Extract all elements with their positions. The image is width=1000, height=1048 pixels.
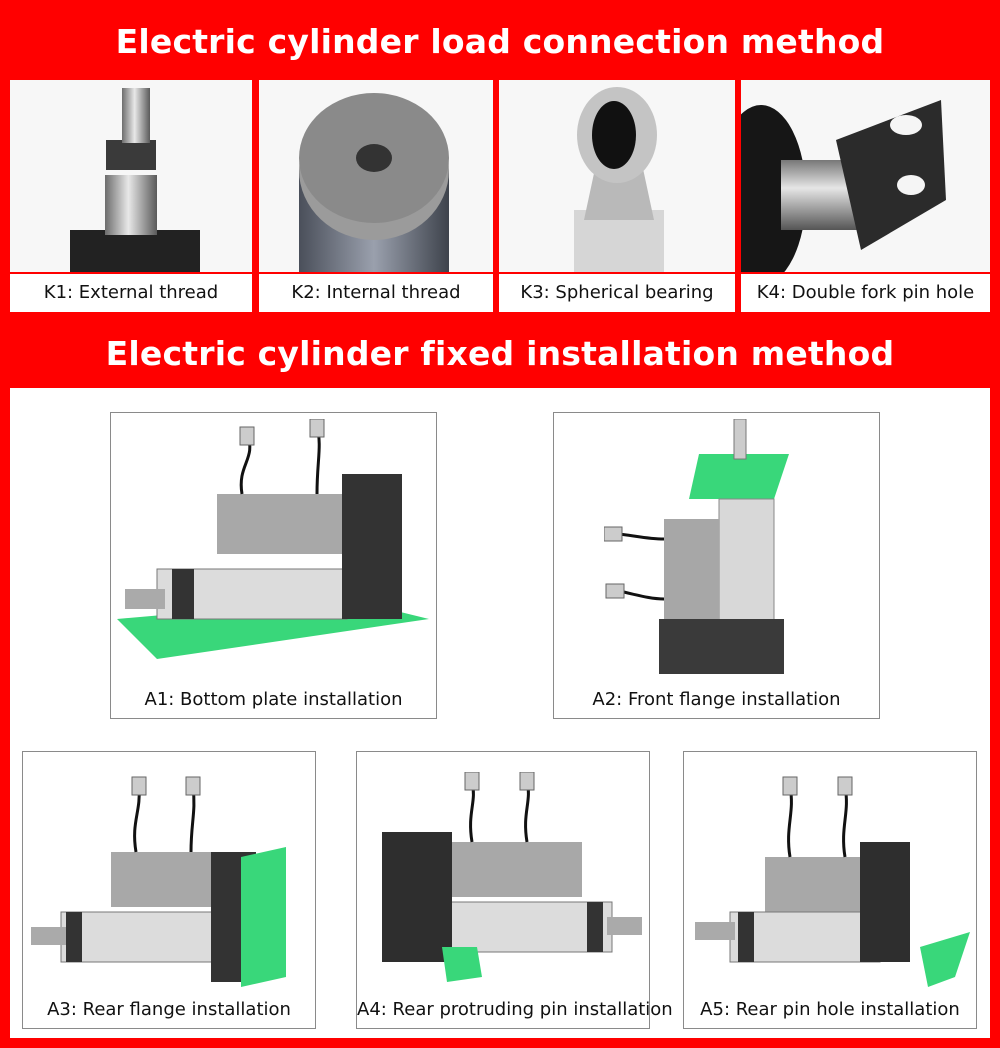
double-fork-image	[741, 80, 990, 272]
internal-thread-image	[259, 80, 493, 272]
method-card-k1: K1: External thread	[10, 80, 252, 312]
method-card-a3: A3: Rear flange installation	[22, 751, 316, 1029]
k1-label: K1: External thread	[10, 272, 252, 312]
k2-label: K2: Internal thread	[259, 272, 493, 312]
k4-label: K4: Double fork pin hole	[741, 272, 990, 312]
method-card-k4: K4: Double fork pin hole	[741, 80, 990, 312]
a3-label: A3: Rear flange installation	[47, 999, 291, 1020]
a1-label: A1: Bottom plate installation	[144, 689, 403, 710]
load-connection-heading: Electric cylinder load connection method	[115, 22, 885, 61]
method-card-k3: K3: Spherical bearing	[499, 80, 735, 312]
rear-pin-hole-actuator-image	[690, 772, 970, 992]
method-card-a2: A2: Front flange installation	[553, 412, 880, 719]
method-card-k2: K2: Internal thread	[259, 80, 493, 312]
a2-label: A2: Front flange installation	[592, 689, 841, 710]
external-thread-image	[10, 80, 252, 272]
installation-panel: A1: Bottom plate installation A2: Front …	[10, 388, 990, 1038]
method-card-a4: A4: Rear protruding pin installation	[356, 751, 673, 1029]
spherical-bearing-image	[499, 80, 735, 272]
k3-label: K3: Spherical bearing	[499, 272, 735, 312]
rear-pin-actuator-image	[372, 772, 642, 992]
bottom-plate-actuator-image	[117, 419, 429, 669]
method-card-a5: A5: Rear pin hole installation	[683, 751, 977, 1029]
fixed-installation-heading: Electric cylinder fixed installation met…	[105, 334, 895, 373]
front-flange-actuator-image	[604, 419, 834, 674]
a4-label: A4: Rear protruding pin installation	[357, 999, 673, 1020]
rear-flange-actuator-image	[31, 772, 306, 992]
method-card-a1: A1: Bottom plate installation	[110, 412, 437, 719]
a5-label: A5: Rear pin hole installation	[700, 999, 960, 1020]
